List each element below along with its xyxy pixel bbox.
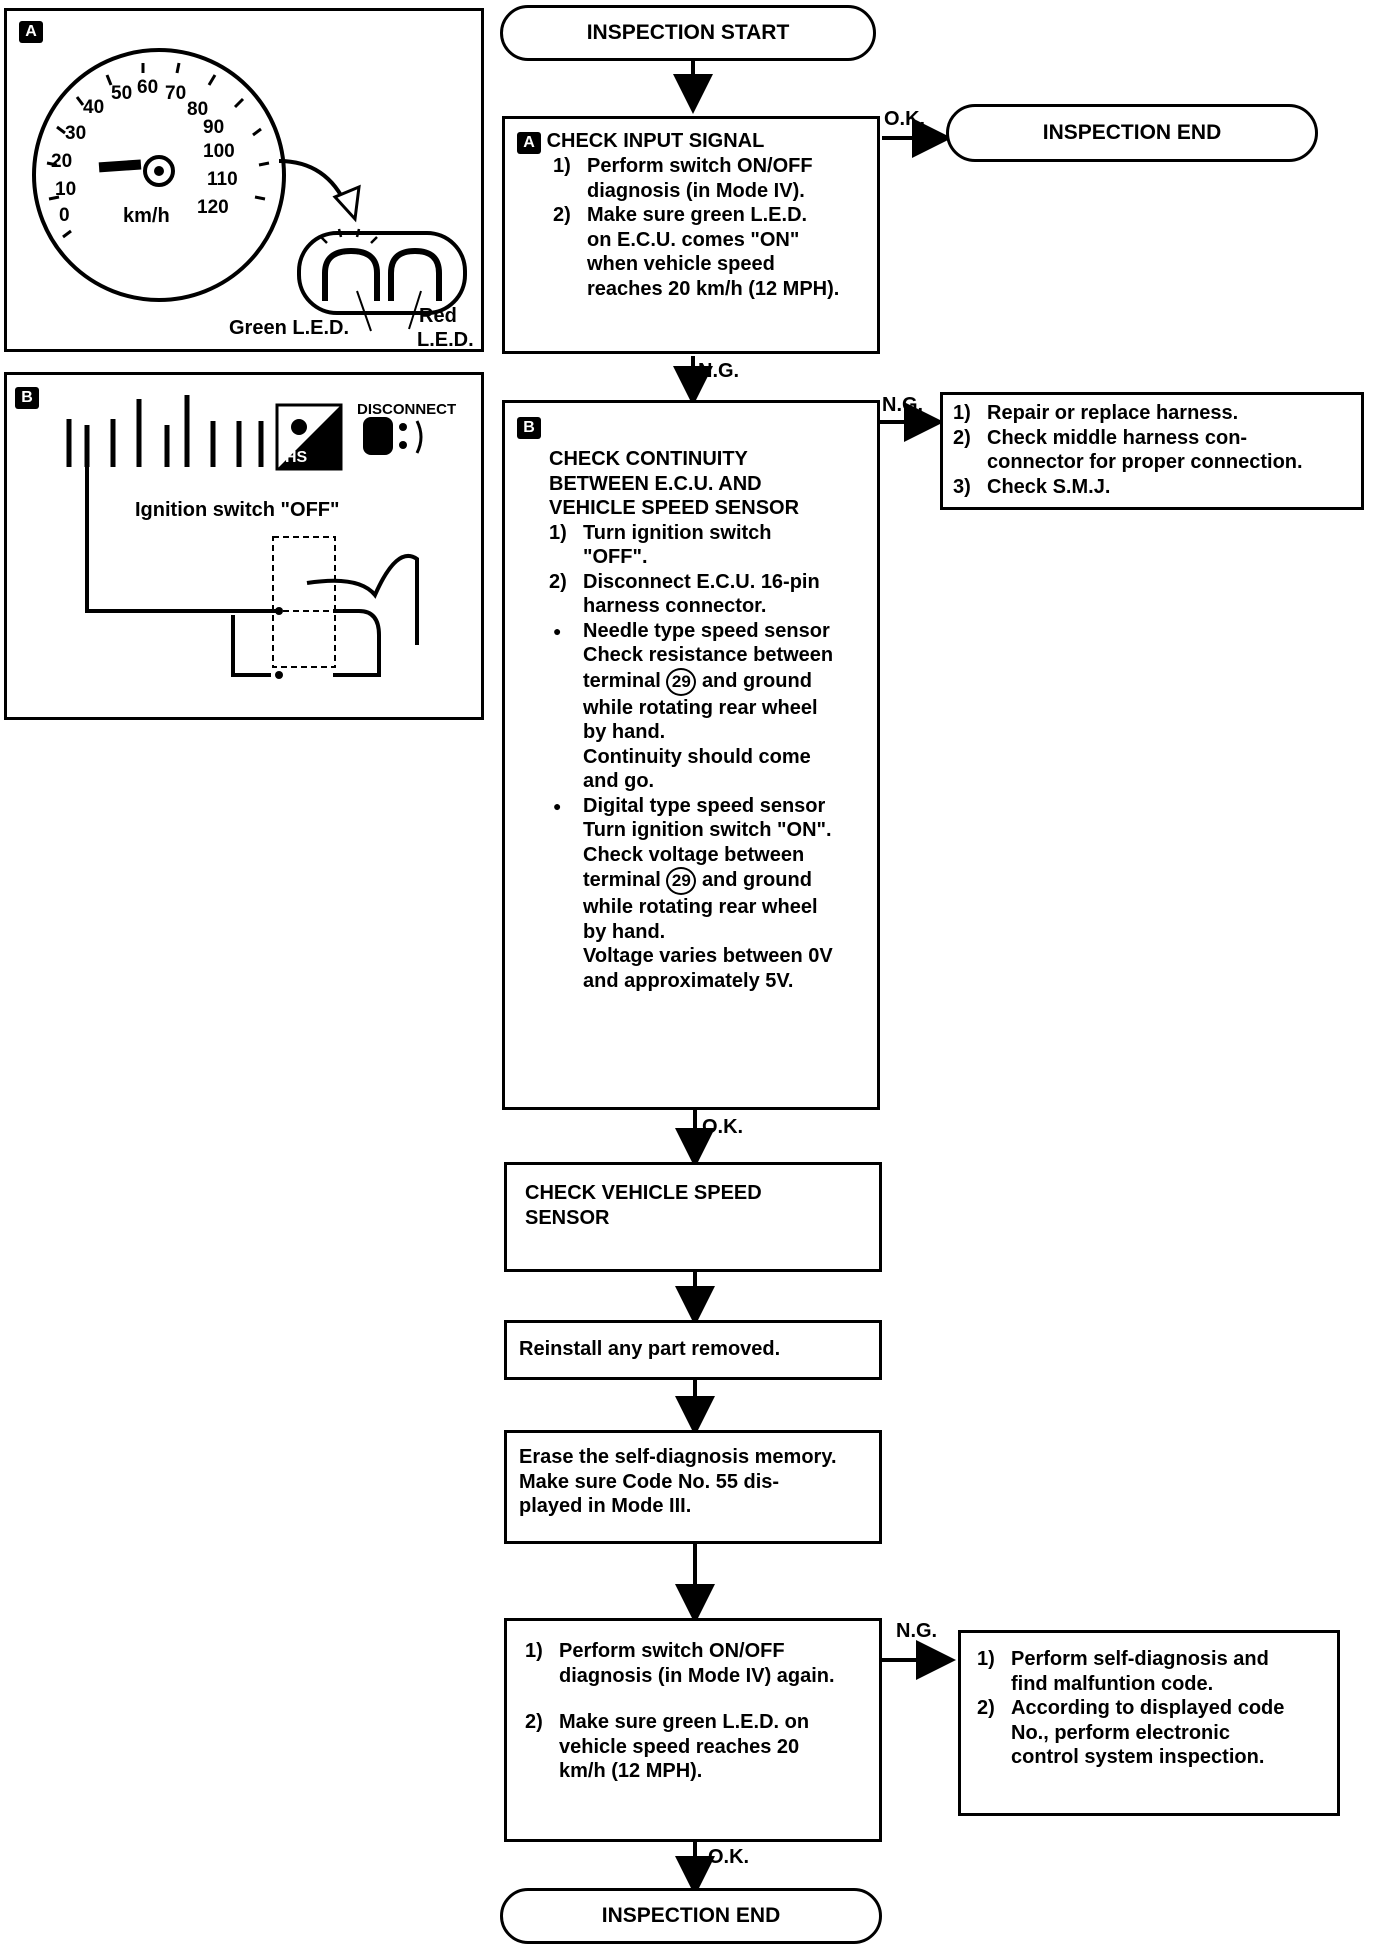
check-sensor-box: CHECK VEHICLE SPEED SENSOR <box>504 1162 882 1272</box>
ok-label-b: O.K. <box>702 1116 744 1138</box>
step-a-badge: A <box>517 132 541 154</box>
step-a-item-2: 2) Make sure green L.E.D. on E.C.U. come… <box>553 204 840 300</box>
ng-b-item-3: 3) Check S.M.J. <box>953 475 1111 498</box>
speed-label-80: 80 <box>187 99 209 120</box>
red-led-label-1: Red <box>419 305 457 327</box>
check-continuity-box: B CHECK CONTINUITY BETWEEN E.C.U. AND VE… <box>502 400 880 1110</box>
check-input-signal-box: A CHECK INPUT SIGNAL 1) Perform switch O… <box>502 116 880 354</box>
inspection-end-bottom-label: INSPECTION END <box>601 1904 781 1927</box>
speed-label-20: 20 <box>51 151 73 172</box>
panel-a-badge: A <box>19 21 43 43</box>
panel-b-connector: B HS DISCONNECT Ignition switch "OF <box>4 372 484 720</box>
ng-label-a: N.G. <box>698 360 740 382</box>
check-sensor-line-1: CHECK VEHICLE SPEED <box>525 1182 762 1204</box>
step-b-item-2: 2) Disconnect E.C.U. 16-pin harness conn… <box>549 570 820 618</box>
step-b-badge: B <box>517 417 541 439</box>
ng-label-final: N.G. <box>896 1620 938 1642</box>
step-b-bullet-digital: ● Digital type speed sensor Turn ignitio… <box>553 794 833 992</box>
step-a-item-1: 1) Perform switch ON/OFF diagnosis (in M… <box>553 155 813 202</box>
hs-label: HS <box>285 449 308 466</box>
disconnect-label: DISCONNECT <box>357 401 457 418</box>
final-ng-item-1: 1) Perform self-diagnosis and find malfu… <box>977 1648 1269 1695</box>
ng-b-item-1: 1) Repair or replace harness. <box>953 402 1239 424</box>
ok-label-a: O.K. <box>884 108 926 130</box>
step-b-bullet-needle: ● Needle type speed sensor Check resista… <box>553 619 834 793</box>
green-led-label: Green L.E.D. <box>229 317 350 339</box>
step-a-heading: A CHECK INPUT SIGNAL <box>517 129 867 154</box>
ok-label-final: O.K. <box>708 1846 750 1868</box>
final-check-box: 1) Perform switch ON/OFF diagnosis (in M… <box>504 1618 882 1842</box>
ng-label-b: N.G. <box>882 394 924 416</box>
panel-b-badge: B <box>15 387 39 409</box>
speed-label-30: 30 <box>65 123 87 144</box>
erase-line-2: Make sure Code No. 55 dis- <box>519 1470 780 1493</box>
panel-a-speedometer: A <box>4 8 484 352</box>
speed-label-90: 90 <box>203 117 225 138</box>
reinstall-box: Reinstall any part removed. <box>504 1320 882 1380</box>
speed-label-40: 40 <box>83 97 105 118</box>
self-diagnosis-box: 1) Perform self-diagnosis and find malfu… <box>958 1630 1340 1816</box>
check-sensor-line-2: SENSOR <box>525 1206 610 1229</box>
inspection-end-top-terminal: INSPECTION END <box>946 104 1318 162</box>
step-a-title: CHECK INPUT SIGNAL <box>546 130 765 152</box>
speed-label-10: 10 <box>55 179 77 200</box>
speed-label-60: 60 <box>137 77 159 98</box>
inspection-start-label: INSPECTION START <box>586 21 790 44</box>
red-led-label-2: L.E.D. <box>417 329 474 351</box>
ignition-switch-label: Ignition switch "OFF" <box>135 499 340 521</box>
speed-unit: km/h <box>123 205 170 227</box>
step-b-item-1: 1) Turn ignition switch "OFF". <box>549 521 772 569</box>
speed-label-50: 50 <box>111 83 133 104</box>
inspection-start-terminal: INSPECTION START <box>500 5 876 61</box>
harness-repair-box: 1) Repair or replace harness. 2) Check m… <box>940 392 1364 510</box>
speed-label-0: 0 <box>59 205 70 226</box>
inspection-end-top-label: INSPECTION END <box>1042 121 1222 144</box>
speed-label-100: 100 <box>203 141 235 162</box>
final-item-2: 2) Make sure green L.E.D. on vehicle spe… <box>525 1711 810 1782</box>
reinstall-text: Reinstall any part removed. <box>519 1338 781 1360</box>
speedometer-illustration <box>32 48 467 332</box>
speed-label-70: 70 <box>165 83 187 104</box>
ng-b-item-2: 2) Check middle harness con- connector f… <box>953 426 1303 474</box>
terminal-29-badge: 29 <box>666 667 697 696</box>
connector-illustration <box>66 395 423 679</box>
inspection-end-bottom-terminal: INSPECTION END <box>500 1888 882 1944</box>
step-b-title: CHECK CONTINUITY BETWEEN E.C.U. AND VEHI… <box>549 448 800 519</box>
speed-label-120: 120 <box>197 197 229 218</box>
terminal-29-badge: 29 <box>666 867 697 895</box>
erase-line-1: Erase the self-diagnosis memory. <box>519 1446 837 1468</box>
erase-memory-box: Erase the self-diagnosis memory. Make su… <box>504 1430 882 1544</box>
final-item-1: 1) Perform switch ON/OFF diagnosis (in M… <box>525 1640 835 1687</box>
final-ng-item-2: 2) According to displayed code No., perf… <box>977 1697 1285 1768</box>
erase-line-3: played in Mode III. <box>519 1495 692 1517</box>
speed-label-110: 110 <box>207 169 238 190</box>
